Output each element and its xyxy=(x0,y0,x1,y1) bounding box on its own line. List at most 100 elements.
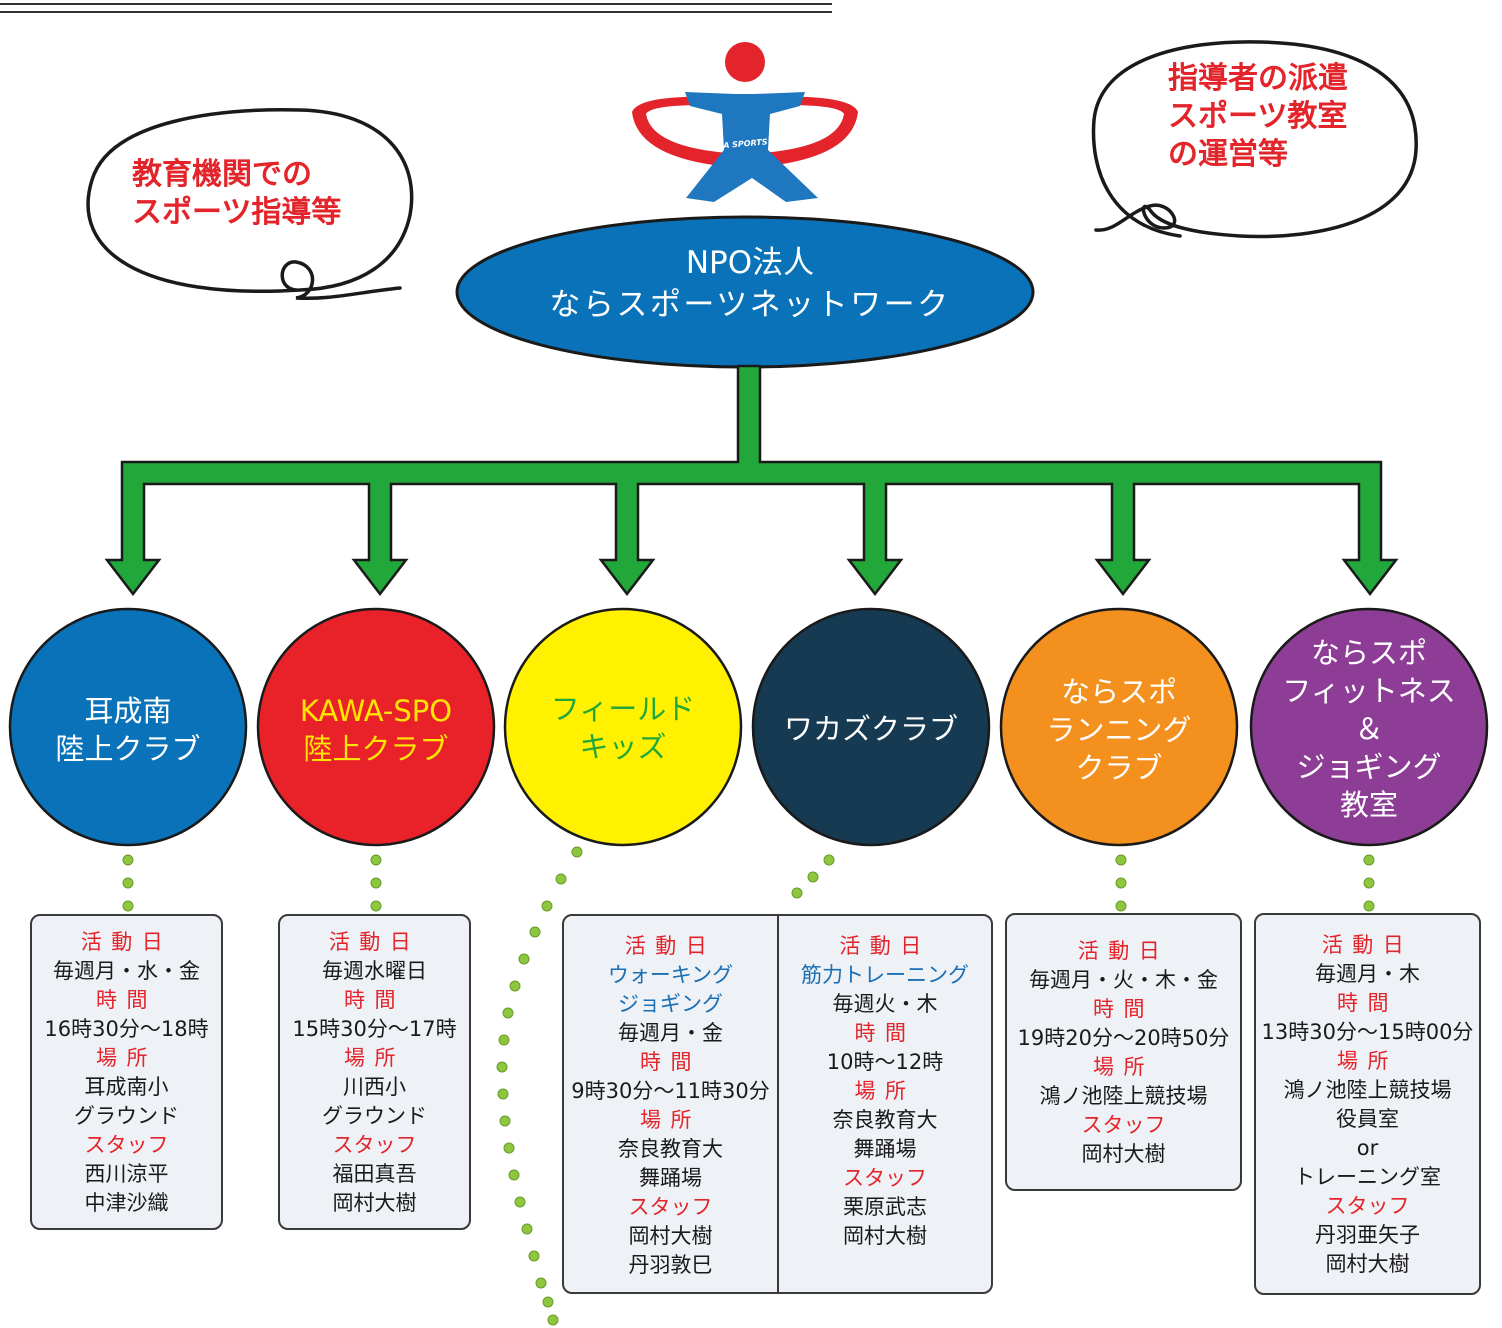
club-label-line: 陸上クラブ xyxy=(55,732,201,766)
value-days: 毎週火・木 xyxy=(832,992,938,1016)
club-label-2: KAWA-SPO 陸上クラブ xyxy=(266,692,486,768)
value-place: 役員室 xyxy=(1336,1107,1399,1131)
club-label-line: KAWA-SPO xyxy=(299,694,453,728)
club-label-line: キッズ xyxy=(579,730,667,764)
label-place: 場所 xyxy=(344,1046,405,1070)
label-activity-day: 活動日 xyxy=(1321,933,1414,957)
org-title-line1: NPO法人 xyxy=(685,245,815,281)
bubble-right-line: スポーツ教室 xyxy=(1168,99,1348,134)
club-label-line: 耳成南 xyxy=(84,694,172,728)
value-time: 9時30分～11時30分 xyxy=(571,1079,770,1103)
value-place: 舞踊場 xyxy=(639,1166,702,1190)
club-label-1: 耳成南 陸上クラブ xyxy=(18,692,238,768)
club-label-6: ならスポ フィットネス ＆ ジョギング 教室 xyxy=(1259,634,1479,824)
info-box-content-walking: 活動日 ウォーキング ジョギング 毎週月・金 時間 9時30分～11時30分 場… xyxy=(564,932,777,1280)
bubble-right-line: の運営等 xyxy=(1168,137,1288,172)
value-staff: 岡村大樹 xyxy=(628,1224,713,1248)
label-staff: スタッフ xyxy=(628,1195,713,1219)
info-box-5: 活動日 毎週月・木 時間 13時30分～15時00分 場所 鴻ノ池陸上競技場 役… xyxy=(1254,913,1481,1295)
label-time: 時間 xyxy=(344,988,405,1012)
logo-graphic xyxy=(632,42,858,202)
value-staff: 岡村大樹 xyxy=(1081,1142,1166,1166)
info-box-content-training: 活動日 筋力トレーニング 毎週火・木 時間 10時～12時 場所 奈良教育大 舞… xyxy=(779,932,991,1251)
bubble-left-text: 教育機関での スポーツ指導等 xyxy=(132,156,341,232)
info-box-content: 活動日 毎週水曜日 時間 15時30分～17時 場所 川西小 グラウンド スタッ… xyxy=(280,928,469,1218)
value-program: 筋力トレーニング xyxy=(801,963,969,987)
label-time: 時間 xyxy=(1093,997,1154,1021)
club-circle-5 xyxy=(999,607,1239,847)
label-time: 時間 xyxy=(640,1050,701,1074)
value-place: 奈良教育大 xyxy=(832,1108,938,1132)
value-program: ウォーキング xyxy=(607,963,734,987)
org-title: NPO法人 ならスポーツネットワーク xyxy=(460,242,1040,326)
club-label-line: ならスポ xyxy=(1060,675,1177,709)
value-program: ジョギング xyxy=(618,992,723,1016)
value-place: 奈良教育大 xyxy=(618,1137,723,1161)
value-place: グラウンド xyxy=(74,1104,179,1128)
value-staff: 丹羽敦巳 xyxy=(628,1253,713,1277)
label-staff: スタッフ xyxy=(1325,1194,1410,1218)
label-time: 時間 xyxy=(854,1021,916,1045)
club-label-line: ランニング xyxy=(1046,713,1192,747)
column-divider xyxy=(777,916,779,1292)
value-place: 川西小 xyxy=(343,1075,406,1099)
club-label-line: ＆ xyxy=(1354,712,1384,746)
value-time: 13時30分～15時00分 xyxy=(1261,1020,1474,1044)
label-activity-day: 活動日 xyxy=(328,930,421,954)
value-staff: 丹羽亜矢子 xyxy=(1315,1223,1420,1247)
value-time: 19時20分～20時50分 xyxy=(1017,1026,1230,1050)
info-box-4: 活動日 毎週月・火・木・金 時間 19時20分～20時50分 場所 鴻ノ池陸上競… xyxy=(1005,913,1242,1191)
info-box-1: 活動日 毎週月・水・金 時間 16時30分～18時 場所 耳成南小 グラウンド … xyxy=(30,914,223,1230)
club-label-line: ワカズクラブ xyxy=(783,712,958,746)
label-activity-day: 活動日 xyxy=(80,930,173,954)
label-place: 場所 xyxy=(854,1079,916,1103)
club-label-line: クラブ xyxy=(1075,751,1163,785)
value-time: 15時30分～17時 xyxy=(292,1017,457,1041)
label-time: 時間 xyxy=(96,988,157,1012)
club-label-5: ならスポ ランニング クラブ xyxy=(1009,673,1229,787)
value-place: or xyxy=(1356,1136,1379,1160)
info-box-3: 活動日 ウォーキング ジョギング 毎週月・金 時間 9時30分～11時30分 場… xyxy=(562,914,993,1294)
club-label-line: 教室 xyxy=(1339,788,1398,822)
value-days: 毎週月・火・木・金 xyxy=(1029,968,1218,992)
label-time: 時間 xyxy=(1337,991,1398,1015)
club-label-3: フィールド キッズ xyxy=(513,690,733,766)
club-label-4: ワカズクラブ xyxy=(761,710,981,748)
arrow-tree xyxy=(104,364,1399,597)
club-circle-6 xyxy=(1249,607,1489,847)
speech-bubble-right xyxy=(1091,40,1418,239)
dot-connectors xyxy=(122,846,1375,1326)
value-staff: 西川涼平 xyxy=(84,1162,169,1186)
info-box-content: 活動日 毎週月・火・木・金 時間 19時20分～20時50分 場所 鴻ノ池陸上競… xyxy=(1007,937,1240,1169)
bubble-right-line: 指導者の派遣 xyxy=(1168,61,1348,96)
club-label-line: 陸上クラブ xyxy=(303,732,449,766)
speech-bubble-left xyxy=(86,108,414,301)
bubble-left-line: スポーツ指導等 xyxy=(132,195,342,230)
value-days: 毎週水曜日 xyxy=(322,959,427,983)
value-staff: 岡村大樹 xyxy=(1325,1252,1410,1276)
label-place: 場所 xyxy=(640,1108,701,1132)
value-days: 毎週月・水・金 xyxy=(53,959,200,983)
club-circle-2 xyxy=(256,607,496,847)
club-label-line: ジョギング xyxy=(1296,750,1442,784)
label-activity-day: 活動日 xyxy=(624,934,717,958)
label-staff: スタッフ xyxy=(84,1133,169,1157)
label-staff: スタッフ xyxy=(843,1166,927,1190)
value-days: 毎週月・金 xyxy=(618,1021,723,1045)
club-label-line: フィールド xyxy=(550,692,696,726)
value-place: トレーニング室 xyxy=(1294,1165,1441,1189)
value-place: 鴻ノ池陸上競技場 xyxy=(1039,1084,1208,1108)
value-time: 10時～12時 xyxy=(826,1050,944,1074)
value-place: 耳成南小 xyxy=(84,1075,169,1099)
label-place: 場所 xyxy=(96,1046,157,1070)
label-place: 場所 xyxy=(1093,1055,1154,1079)
bubble-left-line: 教育機関での xyxy=(132,157,312,192)
label-place: 場所 xyxy=(1337,1049,1398,1073)
label-activity-day: 活動日 xyxy=(1077,939,1170,963)
org-title-line2: ならスポーツネットワーク xyxy=(549,287,951,323)
value-time: 16時30分～18時 xyxy=(44,1017,209,1041)
label-staff: スタッフ xyxy=(1081,1113,1166,1137)
club-label-line: フィットネス xyxy=(1282,674,1456,708)
info-box-content: 活動日 毎週月・木 時間 13時30分～15時00分 場所 鴻ノ池陸上競技場 役… xyxy=(1256,931,1479,1279)
